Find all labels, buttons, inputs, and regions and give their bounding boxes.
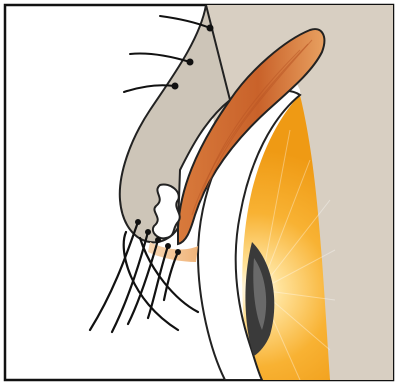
eyelid-diagram bbox=[0, 0, 398, 385]
